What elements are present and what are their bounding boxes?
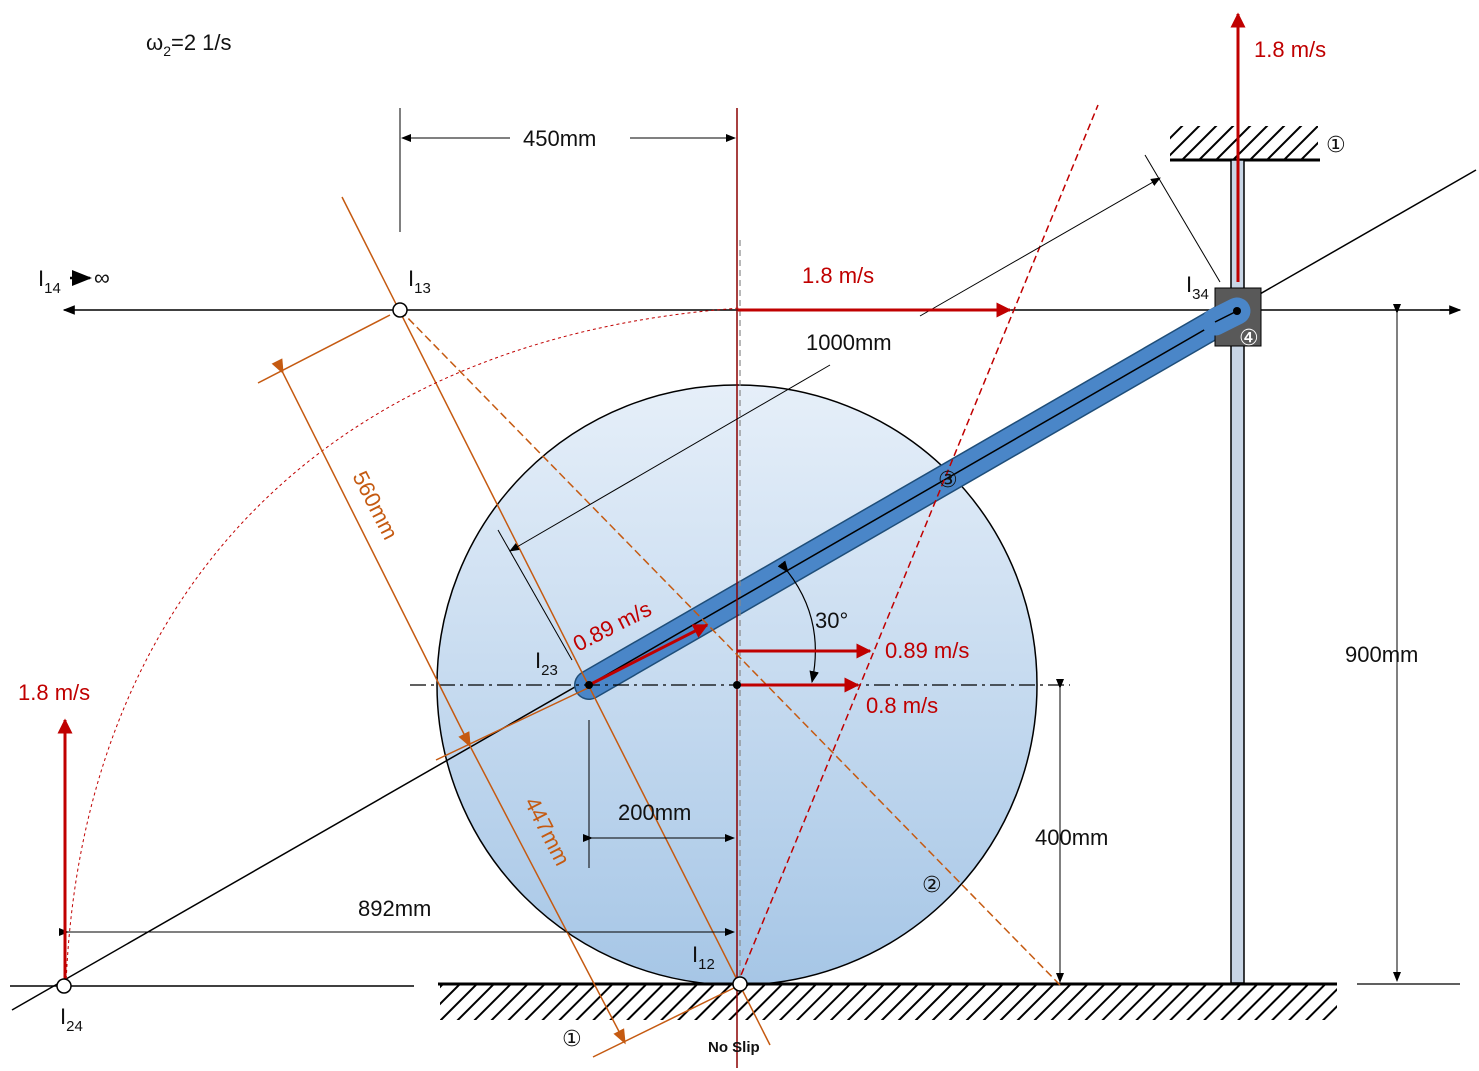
no-slip-label: No Slip [708, 1039, 760, 1056]
link-label-slider: ④ [1239, 325, 1259, 350]
ground-top [1170, 126, 1318, 159]
omega-label: ω2=2 1/s [146, 30, 232, 59]
pole-i23-marker [585, 681, 593, 689]
orange-line-i13-i12 [341, 196, 771, 1046]
dim-400-label: 400mm [1035, 825, 1108, 850]
ground-bottom [440, 985, 1337, 1020]
orange-dashed-line [399, 309, 1061, 986]
dim-892-label: 892mm [358, 896, 431, 921]
velocity-label-center-lower: 0.8 m/s [866, 693, 938, 718]
dim-1000-ext-bottom [497, 529, 573, 661]
angle-arc [777, 560, 819, 684]
velocity-label-horizontal: 1.8 m/s [802, 263, 874, 288]
dim-200-label: 200mm [618, 800, 691, 825]
velocity-label-center-upper: 0.89 m/s [885, 638, 969, 663]
wheel-center-marker [733, 681, 741, 689]
pole-i24-marker [56, 978, 72, 994]
velocity-label-slider: 1.8 m/s [1254, 37, 1326, 62]
dim-560-ext-top [257, 314, 391, 384]
dim-1000-upper [919, 177, 1161, 317]
rod-centerline [588, 310, 1238, 686]
dim-1000-ext-top [1144, 154, 1221, 283]
link-label-wheel: ② [922, 872, 942, 897]
link-label-rod: ③ [938, 467, 958, 492]
dim-1000-label: 1000mm [806, 330, 892, 355]
dim-560-line [271, 358, 471, 748]
dim-1000-lower [509, 364, 831, 552]
dim-900-label: 900mm [1345, 642, 1418, 667]
pole-label-i14: I14 [38, 266, 61, 297]
pole-label-i24: I24 [60, 1004, 83, 1035]
pole-i13-marker [392, 302, 408, 318]
dim-447-line [458, 731, 626, 1045]
red-dashed-line [736, 104, 1099, 986]
dim-560-label: 560mm [348, 467, 404, 544]
red-dotted-arc [65, 307, 741, 986]
pole-label-i13: I13 [408, 266, 431, 297]
pole-label-i14-infinity: ∞ [94, 265, 110, 290]
dim-447-ext-bottom [592, 984, 741, 1058]
pole-label-i34: I34 [1186, 272, 1209, 303]
pole-i34-marker [1233, 307, 1241, 315]
link-label-ground-bottom: ① [562, 1026, 582, 1051]
dim-450-label: 450mm [523, 126, 596, 151]
velocity-arrow-i23 [588, 623, 709, 687]
link-label-ground-top: ① [1326, 132, 1346, 157]
pole-label-i23: I23 [535, 648, 558, 679]
velocity-label-left: 1.8 m/s [18, 680, 90, 705]
angle-label: 30° [815, 608, 848, 633]
pole-i12-marker [732, 976, 748, 992]
slider-guide [1230, 159, 1245, 984]
rod-end-centerline [1214, 310, 1238, 323]
pole-label-i12: I12 [692, 942, 715, 973]
